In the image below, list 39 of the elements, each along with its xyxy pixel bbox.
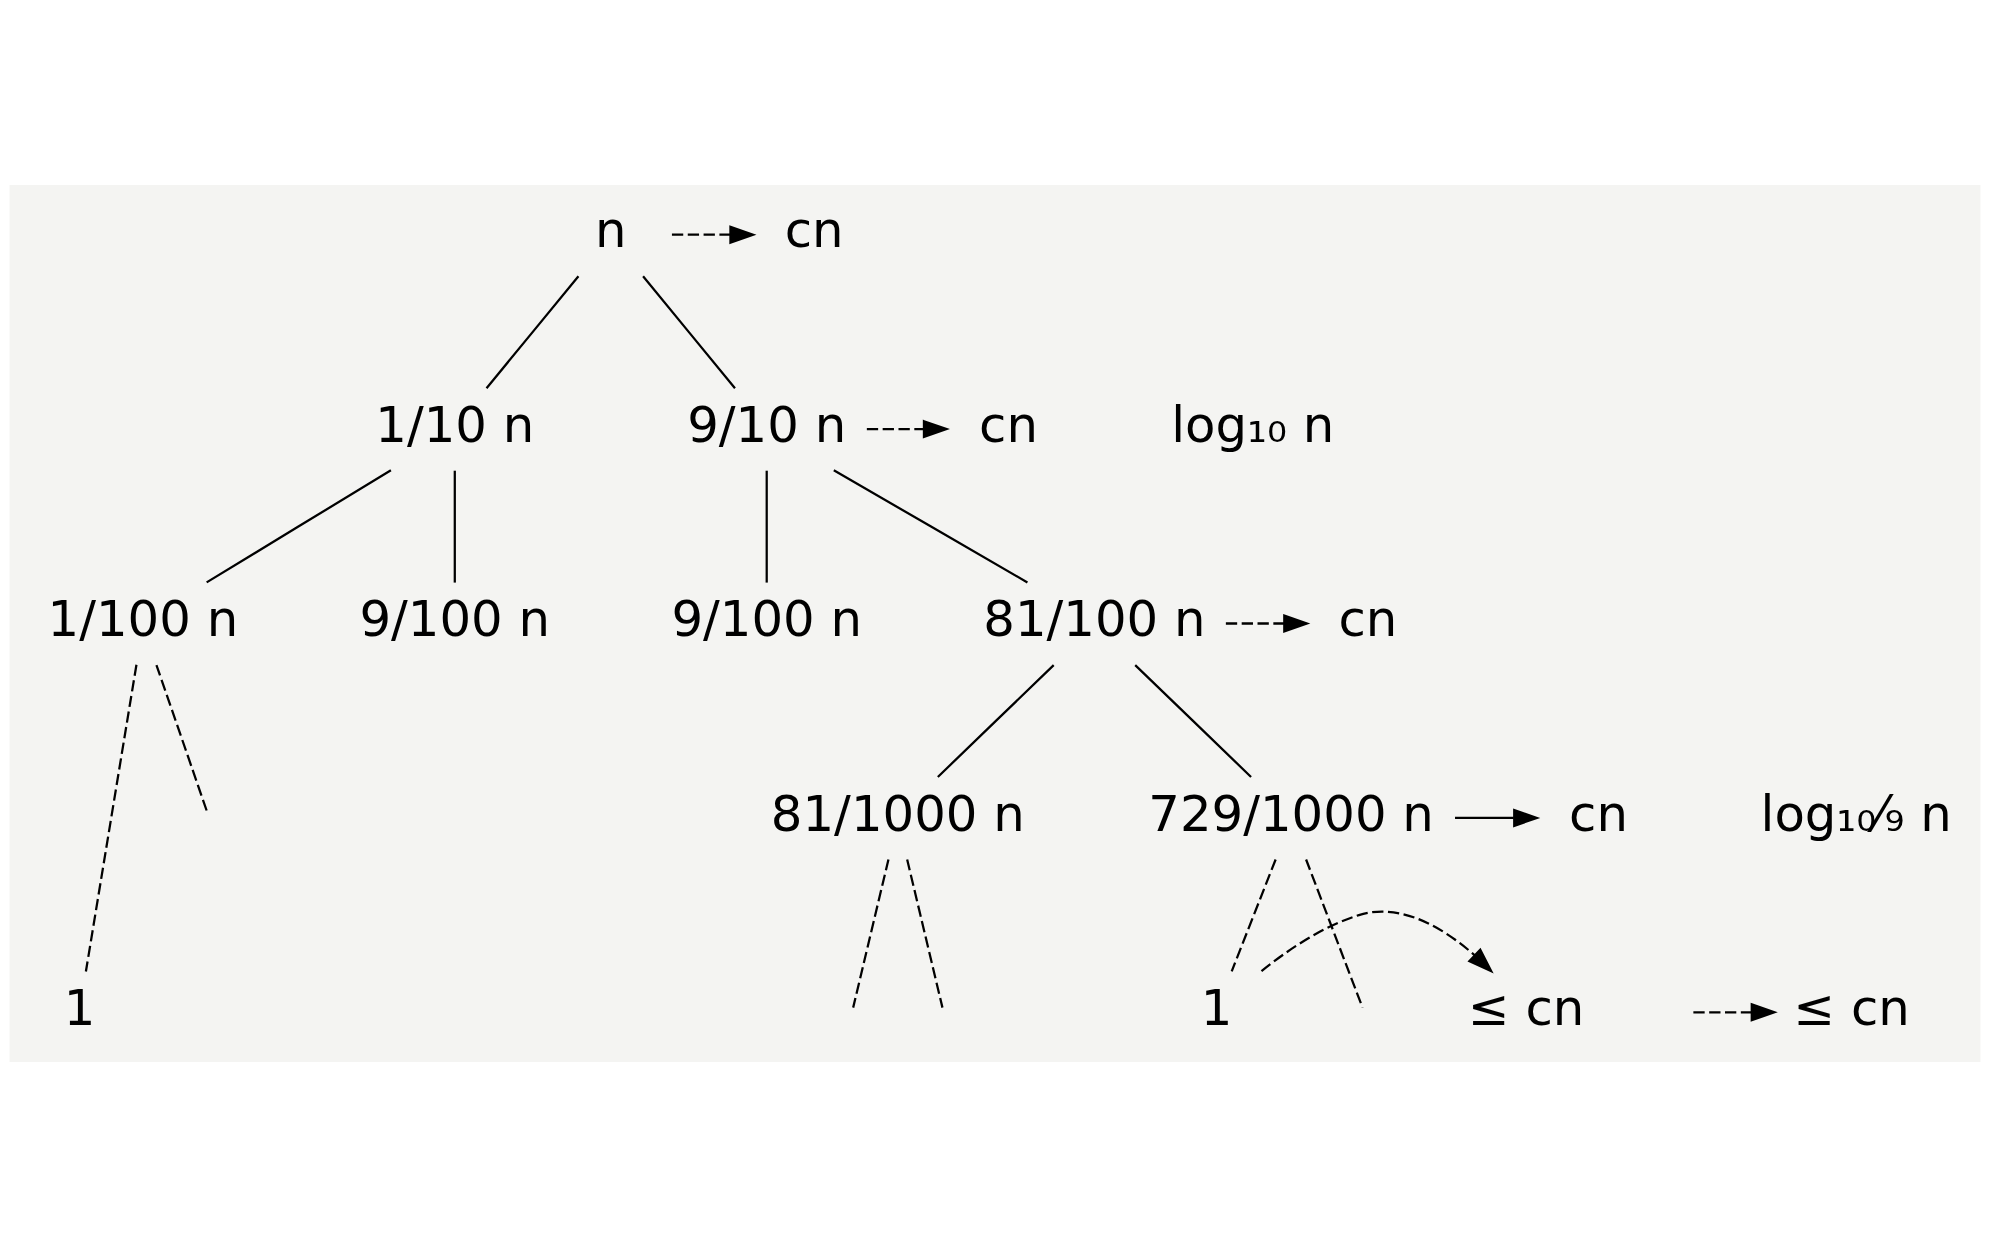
node-text: ≤ cn <box>1467 978 1584 1037</box>
node-text: cn <box>1568 784 1628 843</box>
node-text: 1/10 n <box>374 395 534 454</box>
node-text: 1/100 n <box>47 589 238 648</box>
node-text: ≤ cn <box>1793 978 1910 1037</box>
label: log₁₀ n <box>1170 395 1334 454</box>
connector <box>765 470 768 583</box>
arrow <box>1454 807 1540 827</box>
connector <box>1133 663 1252 778</box>
node-text: 9/100 n <box>670 589 862 648</box>
arrow <box>866 419 950 439</box>
node-text: 9/10 n <box>686 395 846 454</box>
node-text: 81/100 n <box>982 589 1206 648</box>
connector <box>485 275 579 389</box>
connector <box>1230 858 1277 972</box>
node-text: 1 <box>1200 978 1232 1037</box>
node-text: n <box>594 200 627 259</box>
node-text: cn <box>784 200 844 259</box>
arrow <box>1260 910 1494 973</box>
connector <box>1304 858 1364 1008</box>
connector <box>84 664 138 972</box>
node-text: 729/1000 n <box>1147 784 1434 843</box>
arrow <box>671 224 756 244</box>
node-text: cn <box>978 395 1038 454</box>
node-text: 1 <box>63 978 95 1037</box>
node-text: 9/100 n <box>358 589 550 648</box>
connector <box>936 663 1054 778</box>
connector <box>641 275 736 389</box>
connector <box>453 470 456 583</box>
connector <box>905 858 944 1008</box>
node-text: cn <box>1338 589 1397 648</box>
arrow <box>1225 613 1310 633</box>
connector <box>205 468 391 583</box>
connector <box>851 858 890 1008</box>
arrow <box>1692 1002 1778 1022</box>
node-text: 81/1000 n <box>770 784 1025 843</box>
label: log₁₀⁄₉ n <box>1760 784 1952 843</box>
connector <box>154 664 209 814</box>
connector <box>832 468 1028 583</box>
